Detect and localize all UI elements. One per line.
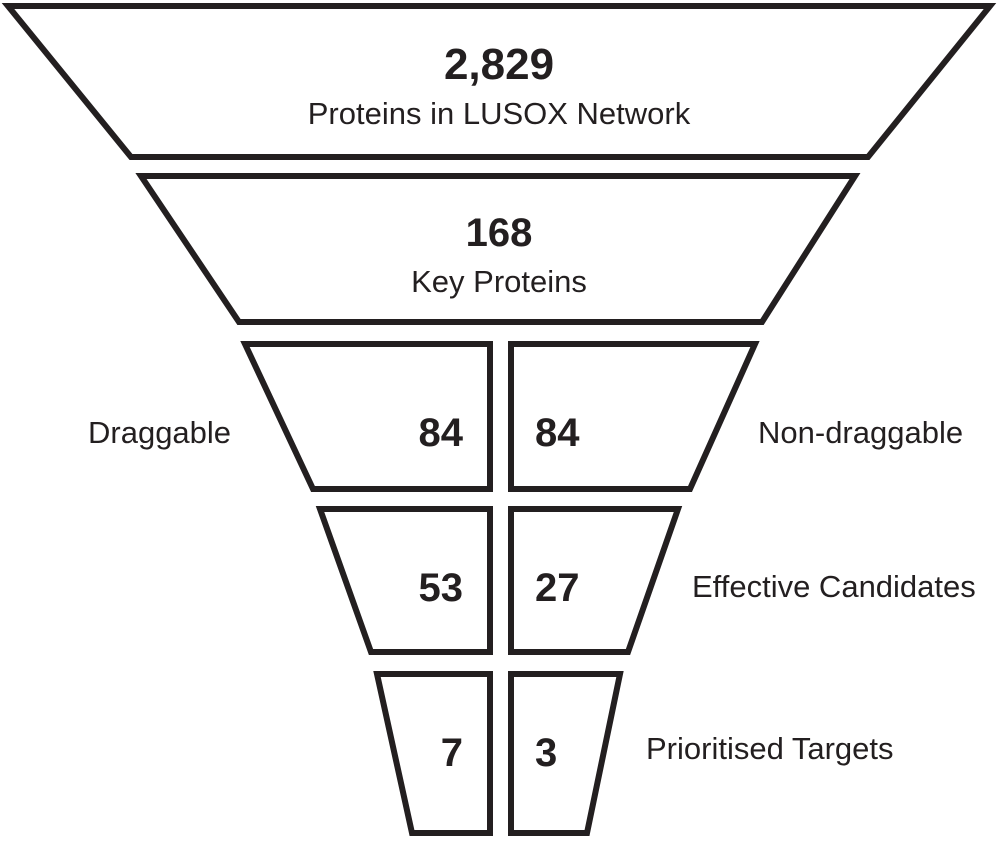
funnel-stage-5-left-shape[interactable] <box>373 671 493 836</box>
funnel-stage-4-right-label: Effective Candidates <box>692 569 976 604</box>
funnel-stage-3-right-shape[interactable] <box>508 341 760 492</box>
funnel-stage-5-right-shape[interactable] <box>508 671 624 836</box>
funnel-stage-4-right-value: 27 <box>535 566 580 610</box>
funnel-stage-3-right-label: Non-draggable <box>758 415 963 450</box>
funnel-stage-3-left-value: 84 <box>419 411 464 455</box>
funnel-stage-5-right-label: Prioritised Targets <box>646 731 894 766</box>
funnel-stage-5-right-value: 3 <box>535 731 557 775</box>
funnel-stage-3-left-shape[interactable] <box>240 341 493 492</box>
funnel-stage-4-left-shape[interactable] <box>315 506 493 655</box>
funnel-stage-2-value: 168 <box>466 211 533 255</box>
funnel-stage-1-caption: Proteins in LUSOX Network <box>308 96 691 131</box>
funnel-stage-5-left-value: 7 <box>441 731 463 775</box>
funnel-stage-2-shape[interactable] <box>135 173 861 325</box>
funnel-stage-3-right-value: 84 <box>535 411 580 455</box>
funnel-stage-1-value: 2,829 <box>444 40 554 89</box>
funnel-stage-1-shape[interactable] <box>1 2 997 160</box>
funnel-stage-4-left-value: 53 <box>419 566 464 610</box>
funnel-stage-4-right-shape[interactable] <box>508 506 683 655</box>
funnel-stage-3-left-label: Draggable <box>88 415 231 450</box>
funnel-stage-2-caption: Key Proteins <box>411 264 587 299</box>
